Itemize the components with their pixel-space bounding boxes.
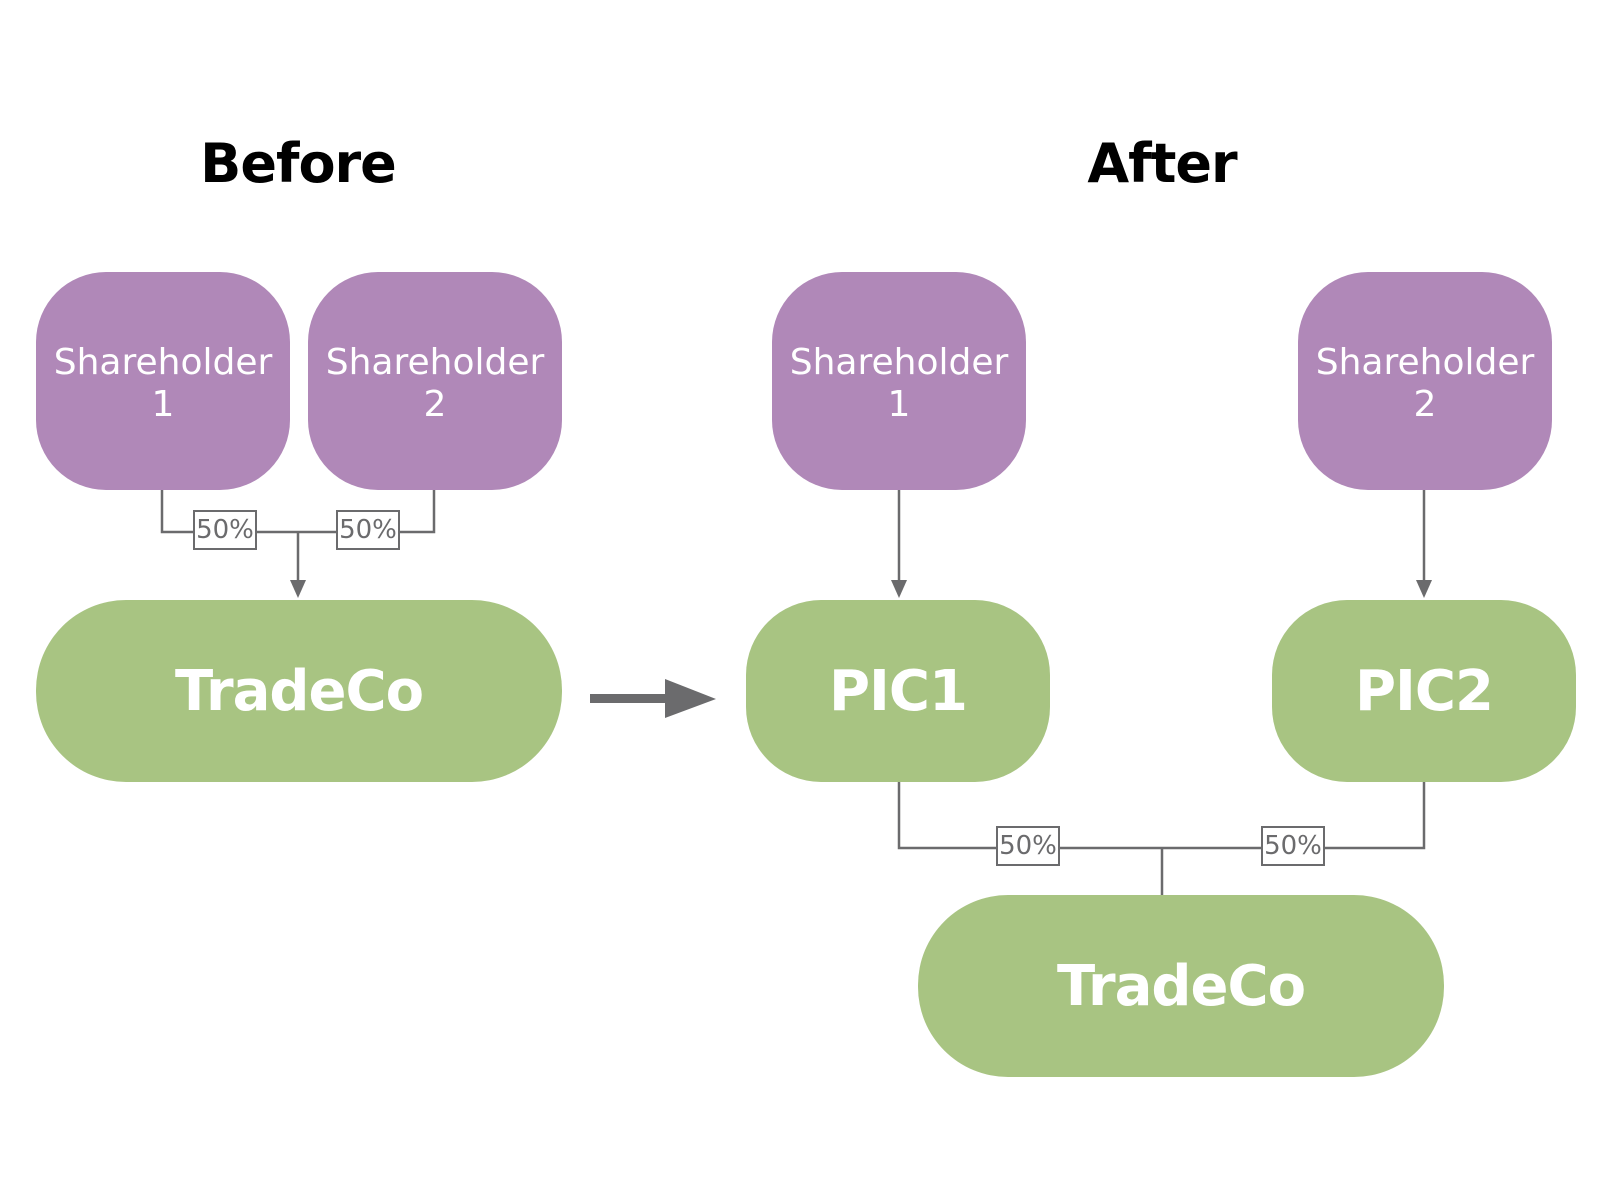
after-pic2: PIC2 [1272,600,1576,782]
before-shareholder-1-number: 1 [151,384,175,425]
after-shareholder-2-number: 2 [1413,384,1437,425]
after-ownership-2: 50% [1261,826,1325,866]
before-arrowhead [290,580,306,598]
before-shareholder-2-label: Shareholder [325,342,545,383]
after-tradeco: TradeCo [918,895,1444,1077]
after-connectors-pics-tradeco [897,780,1426,895]
after-shareholder-1-number: 1 [887,384,911,425]
after-heading: After [1087,132,1237,195]
before-tradeco: TradeCo [36,600,562,782]
after-shareholder-1-label: Shareholder [789,342,1009,383]
before-shareholder-1: Shareholder 1 [36,272,290,490]
before-heading: Before [200,132,397,195]
before-ownership-1: 50% [193,510,257,550]
after-shareholder-1: Shareholder 1 [772,272,1026,490]
after-shareholder-2: Shareholder 2 [1298,272,1552,490]
before-ownership-2: 50% [336,510,400,550]
before-shareholder-1-label: Shareholder [53,342,273,383]
before-shareholder-2: Shareholder 2 [308,272,562,490]
after-shareholder-2-label: Shareholder [1315,342,1535,383]
after-ownership-1: 50% [996,826,1060,866]
after-arrowhead-pic2 [1416,580,1432,598]
transition-arrow-head [665,679,716,718]
before-shareholder-2-number: 2 [423,384,447,425]
after-pic1: PIC1 [746,600,1050,782]
after-arrowhead-pic1 [891,580,907,598]
transition-arrow-shaft [590,694,670,703]
